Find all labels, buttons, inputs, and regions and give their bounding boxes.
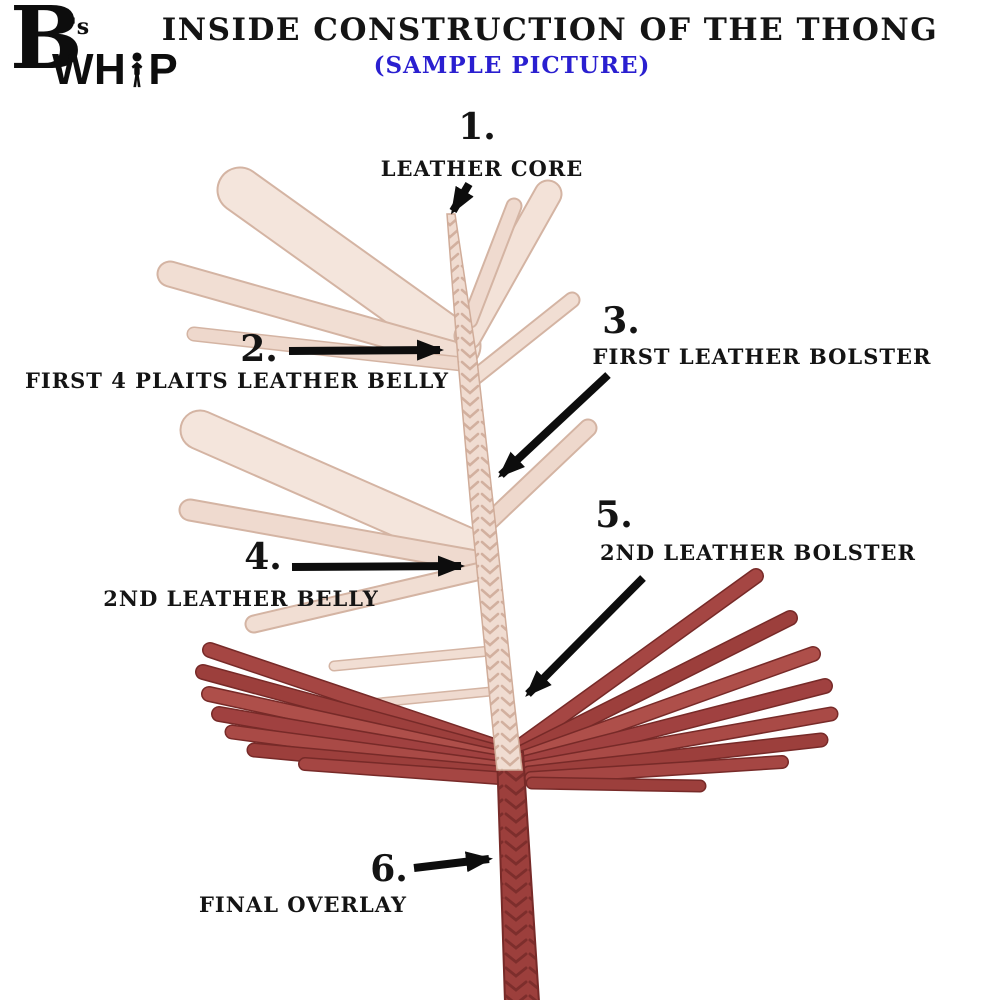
logo-letter-p: P	[148, 45, 179, 94]
annotation-label-4: 2ND LEATHER BELLY	[103, 586, 379, 611]
annotation-number-2: 2.	[240, 328, 278, 370]
logo-apostrophe-s: 's	[70, 14, 90, 40]
annotation-label-3: FIRST LEATHER BOLSTER	[592, 344, 932, 369]
annotation-arrows	[288, 181, 646, 873]
annotation-number-3: 3.	[602, 300, 640, 342]
brand-logo: B 's WH P	[10, 0, 220, 103]
page-subtitle: (SAMPLE PICTURE)	[373, 52, 651, 79]
arrow-3-first-bolster	[498, 372, 611, 478]
pale-leather-strands	[156, 166, 598, 709]
annotation-label-6: FINAL OVERLAY	[199, 892, 407, 917]
page-title: INSIDE CONSTRUCTION OF THE THONG	[161, 12, 939, 48]
annotation-label-5: 2ND LEATHER BOLSTER	[600, 540, 916, 565]
annotation-number-1: 1.	[458, 106, 496, 148]
arrow-2-first-belly	[288, 339, 444, 361]
arrow-6-final-overlay	[413, 851, 493, 873]
arrow-5-second-bolster	[525, 575, 646, 697]
logo-wordmark: WH P	[52, 48, 178, 92]
annotation-label-2: FIRST 4 PLAITS LEATHER BELLY	[24, 368, 450, 393]
arrow-4-second-belly	[291, 555, 465, 577]
annotation-number-5: 5.	[595, 494, 633, 536]
person-icon	[131, 52, 143, 88]
annotation-number-4: 4.	[244, 536, 282, 578]
annotation-label-1: LEATHER CORE	[380, 156, 584, 181]
logo-letters-wh: WH	[52, 45, 127, 94]
logo-b-letter: B	[10, 0, 83, 89]
red-leather-strands	[195, 568, 839, 793]
annotation-number-6: 6.	[370, 848, 408, 890]
braided-core	[446, 213, 523, 771]
arrow-1-leather-core	[449, 181, 474, 215]
